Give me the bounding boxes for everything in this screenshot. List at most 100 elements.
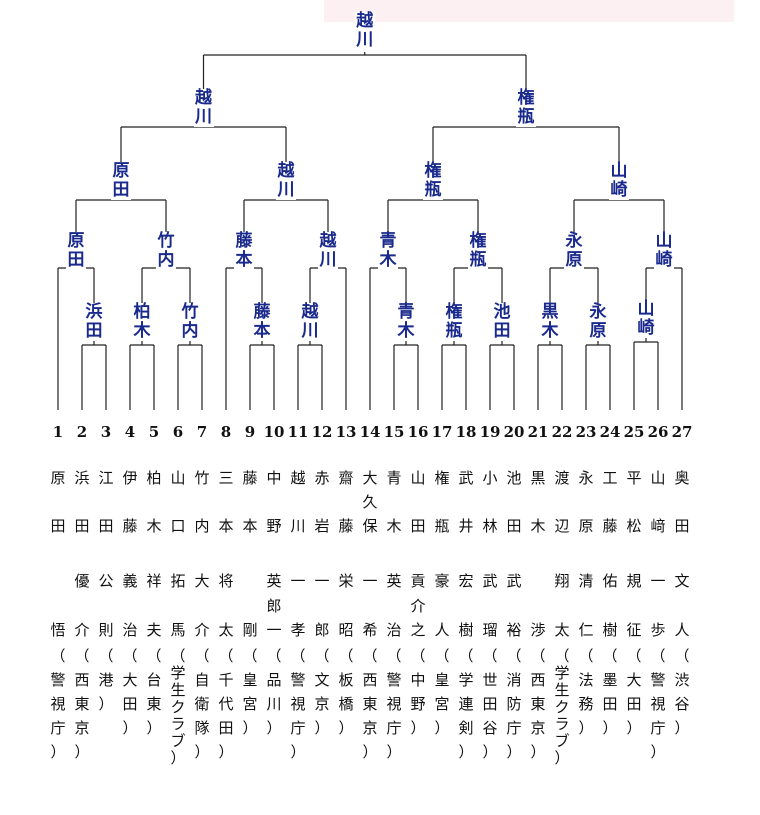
player-affiliation: 田 [218,719,234,737]
player-affiliation: 中 [410,671,426,689]
player-surname: 野 [266,517,282,535]
player-affiliation: ） [98,695,114,713]
player-surname: 奥 [674,469,690,487]
player-given-name: 歩 [650,621,666,639]
player-surname: 井 [458,517,474,535]
player-given-name: 義 [122,572,138,590]
player-affiliation: 庁 [50,719,66,737]
player-given-name: 則 [98,621,114,639]
player-given-name: 治 [386,621,402,639]
player-affiliation: 西 [362,671,378,689]
seed-number: 21 [527,423,549,441]
player-given-name: 介 [74,621,90,639]
player-affiliation: 庁 [386,719,402,737]
player-affiliation: ） [122,719,138,737]
player-affiliation: 生 [170,681,186,699]
player-given-name: 公 [98,572,114,590]
player-surname: 久 [362,493,378,511]
player-affiliation: 川 [266,695,282,713]
player-affiliation: ） [290,743,306,761]
player-affiliation: 務 [578,695,594,713]
player-affiliation: ） [266,719,282,737]
player-affiliation: 港 [98,671,114,689]
player-given-name: 樹 [602,621,618,639]
player-given-name: 樹 [458,621,474,639]
player-affiliation: 田 [122,695,138,713]
player-affiliation: 板 [338,671,354,689]
player-surname: 川 [290,517,306,535]
player-affiliation: ） [50,743,66,761]
player-surname: 工 [602,469,618,487]
player-affiliation: （ [314,647,330,665]
seed-number: 10 [263,423,285,441]
seed-number: 9 [244,423,256,441]
player-surname: 池 [506,469,522,487]
player-affiliation: 京 [74,719,90,737]
player-affiliation: 田 [626,695,642,713]
player-affiliation: 消 [506,671,522,689]
player-affiliation: ） [386,743,402,761]
player-affiliation: （ [362,647,378,665]
player-given-name: 祥 [146,572,162,590]
player-given-name: 昭 [338,621,354,639]
player-given-name: 翔 [554,572,570,590]
player-affiliation: 視 [50,695,66,713]
player-surname: 黒 [530,469,546,487]
player-surname: 三 [218,469,234,487]
player-given-name: 豪 [434,572,450,590]
player-surname: 藤 [602,517,618,535]
player-affiliation: 田 [602,695,618,713]
player-given-name: 規 [626,572,642,590]
player-affiliation: （ [530,647,546,665]
round1-winner-label: 越川 [300,302,320,341]
player-affiliation: 学 [170,664,186,682]
player-affiliation: 生 [554,681,570,699]
final-winner-label: 越川 [193,88,214,127]
player-affiliation: （ [290,647,306,665]
player-affiliation: 代 [218,695,234,713]
round1-winner-label: 浜田 [84,302,104,341]
player-affiliation: 剣 [458,719,474,737]
player-surname: 辺 [554,517,570,535]
player-surname: 伊 [122,469,138,487]
player-given-name: 介 [194,621,210,639]
player-affiliation: 西 [530,671,546,689]
player-affiliation: 東 [530,695,546,713]
player-surname: 保 [362,517,378,535]
player-surname: 大 [362,469,378,487]
player-given-name: 悟 [50,621,66,639]
player-affiliation: 自 [194,671,210,689]
seed-number: 8 [220,423,232,441]
player-surname: 藤 [338,517,354,535]
player-affiliation: 野 [410,695,426,713]
player-affiliation: 連 [458,695,474,713]
round1-winner-label: 永原 [588,302,608,341]
top-highlight-band [324,0,734,22]
player-affiliation: ク [554,698,570,716]
player-surname: 渡 [554,469,570,487]
seed-number: 27 [671,423,693,441]
player-affiliation: 宮 [434,695,450,713]
player-given-name: 剛 [242,621,258,639]
seed-number: 15 [383,423,405,441]
player-affiliation: 警 [50,671,66,689]
player-affiliation: 皇 [242,671,258,689]
player-affiliation: ク [170,698,186,716]
player-affiliation: 庁 [650,719,666,737]
player-given-name: 介 [410,597,426,615]
player-surname: 木 [530,517,546,535]
seed-number: 12 [311,423,333,441]
player-affiliation: 学 [554,664,570,682]
player-given-name: 郎 [266,597,282,615]
player-affiliation: （ [410,647,426,665]
player-given-name: 一 [362,572,378,590]
player-affiliation: 視 [290,695,306,713]
player-given-name: 清 [578,572,594,590]
player-surname: 田 [674,517,690,535]
quarterfinal-winner-label: 原田 [66,231,86,270]
seed-number: 17 [431,423,453,441]
player-affiliation: ） [170,749,186,767]
player-surname: 江 [98,469,114,487]
player-affiliation: 法 [578,671,594,689]
